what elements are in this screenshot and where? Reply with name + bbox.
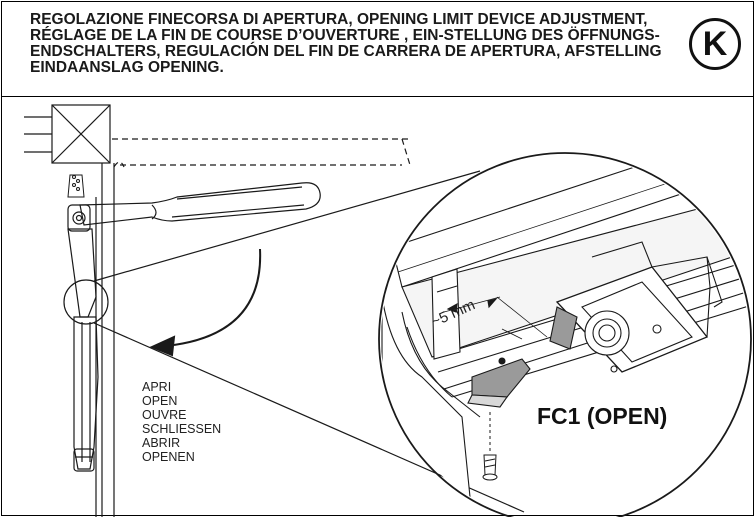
gate-post — [95, 163, 115, 517]
section-badge: K — [689, 18, 741, 70]
installation-diagram — [24, 104, 752, 517]
direction-label: ABRIR — [142, 436, 181, 450]
opening-arrow — [149, 248, 262, 357]
gate-outline-dashed — [112, 138, 411, 168]
operator-arm-vertical — [67, 228, 99, 472]
direction-label: OPEN — [142, 394, 178, 408]
motor-box — [24, 104, 111, 164]
operator-arm-horizontal — [67, 182, 321, 232]
page-title: REGOLAZIONE FINECORSA DI APERTURA, OPENI… — [30, 11, 662, 76]
cable-dots — [67, 174, 85, 198]
direction-label: APRI — [142, 380, 172, 394]
direction-label: OUVRE — [142, 408, 187, 422]
direction-label: OPENEN — [142, 450, 195, 464]
detail-callout-circle — [63, 279, 109, 325]
header-panel: REGOLAZIONE FINECORSA DI APERTURA, OPENI… — [2, 2, 753, 97]
detail-magnified-circle — [378, 152, 752, 517]
direction-label: SCHLIESSEN — [142, 422, 222, 436]
limit-switch-label: FC1 (OPEN) — [537, 403, 668, 429]
